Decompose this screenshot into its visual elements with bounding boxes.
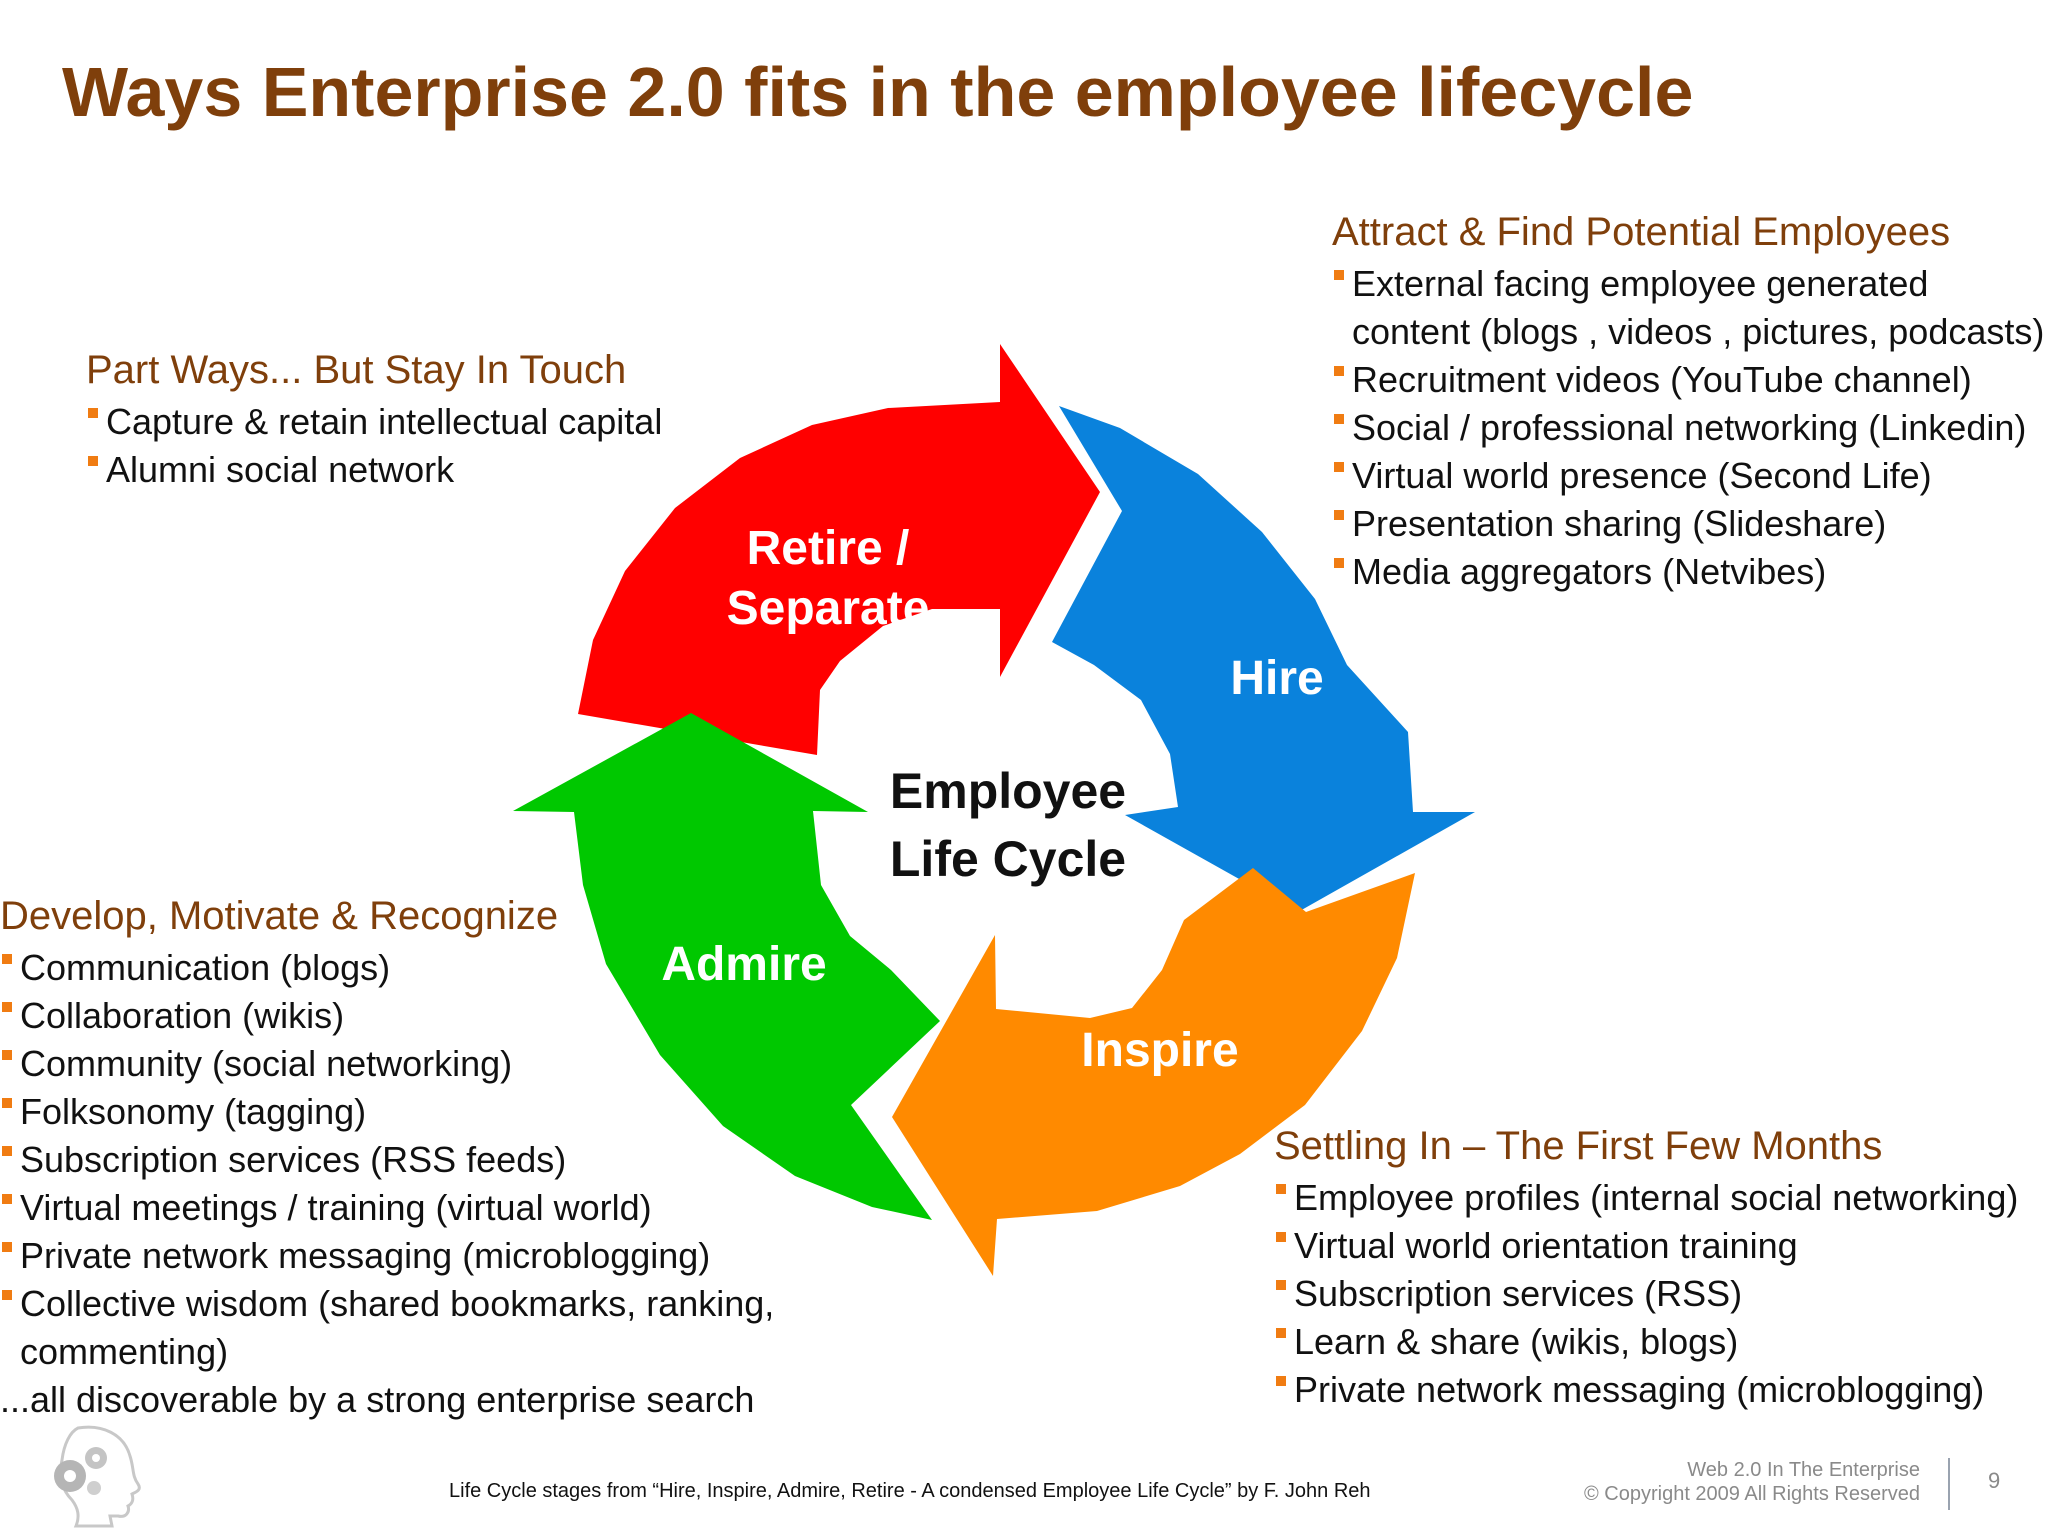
bullet-icon: [1334, 462, 1344, 472]
bullet-icon: [1276, 1376, 1286, 1386]
bullet-icon: [2, 1242, 12, 1252]
list-item: Collaboration (wikis): [0, 992, 774, 1040]
partways-heading: Part Ways... But Stay In Touch: [86, 348, 627, 392]
page-number: 9: [1988, 1468, 2001, 1493]
list-item: Community (social networking): [0, 1040, 774, 1088]
bullet-icon: [88, 456, 98, 466]
bullet-icon: [1334, 558, 1344, 568]
bullet-icon: [2, 1194, 12, 1204]
bullet-icon: [1276, 1184, 1286, 1194]
list-item: Private network messaging (microblogging…: [0, 1232, 774, 1280]
list-item: Social / professional networking (Linked…: [1332, 404, 2044, 452]
admire-arrow: [513, 713, 940, 1220]
list-item-continuation: commenting): [20, 1331, 229, 1372]
bullet-icon: [1276, 1328, 1286, 1338]
bullet-icon: [2, 1146, 12, 1156]
bullet-icon: [1276, 1280, 1286, 1290]
bullet-icon: [88, 408, 98, 418]
bullet-icon: [1334, 366, 1344, 376]
develop-section: Develop, Motivate & Recognize Communicat…: [0, 892, 774, 1424]
list-item: Media aggregators (Netvibes): [1332, 548, 2044, 596]
list-item: Alumni social network: [86, 446, 662, 494]
list-item: Private network messaging (microblogging…: [1274, 1366, 2018, 1414]
attract-section: Attract & Find Potential Employees Exter…: [1332, 208, 2044, 596]
admire-label: Admire: [661, 938, 826, 991]
list-item: Virtual world orientation training: [1274, 1222, 2018, 1270]
bullet-icon: [1334, 510, 1344, 520]
bullet-icon: [2, 954, 12, 964]
inspire-arrow: [892, 868, 1415, 1276]
list-item: Communication (blogs): [0, 944, 774, 992]
retire-label-line1: Retire /: [747, 522, 910, 575]
list-item: Subscription services (RSS): [1274, 1270, 2018, 1318]
retire-label-line2: Separate: [727, 582, 930, 635]
bullet-icon: [2, 1002, 12, 1012]
list-item-continuation: content (blogs , videos , pictures, podc…: [1352, 311, 2045, 352]
hire-label: Hire: [1230, 652, 1323, 705]
hire-arrow: [1052, 406, 1475, 912]
center-label-line2: Life Cycle: [890, 831, 1126, 887]
bullet-icon: [1334, 270, 1344, 280]
list-item: Recruitment videos (YouTube channel): [1332, 356, 2044, 404]
center-label-line1: Employee: [890, 763, 1126, 819]
bullet-icon: [2, 1098, 12, 1108]
develop-heading: Develop, Motivate & Recognize: [0, 894, 559, 938]
partways-list: Capture & retain intellectual capital Al…: [86, 398, 662, 494]
list-item: Virtual world presence (Second Life): [1332, 452, 2044, 500]
bullet-icon: [1276, 1232, 1286, 1242]
list-item: Learn & share (wikis, blogs): [1274, 1318, 2018, 1366]
settling-section: Settling In – The First Few Months Emplo…: [1274, 1122, 2018, 1414]
list-item: Collective wisdom (shared bookmarks, ran…: [0, 1280, 774, 1376]
bullet-icon: [2, 1050, 12, 1060]
bullet-icon: [2, 1290, 12, 1300]
list-item: Capture & retain intellectual capital: [86, 398, 662, 446]
enterprise-search-note: ...all discoverable by a strong enterpri…: [0, 1379, 755, 1420]
list-item: Virtual meetings / training (virtual wor…: [0, 1184, 774, 1232]
slide-title: Ways Enterprise 2.0 fits in the employee…: [62, 53, 1694, 131]
list-item: Folksonomy (tagging): [0, 1088, 774, 1136]
list-item: Subscription services (RSS feeds): [0, 1136, 774, 1184]
inspire-label: Inspire: [1081, 1024, 1238, 1077]
retire-arrow: [578, 344, 1100, 755]
footer-credit: Life Cycle stages from “Hire, Inspire, A…: [449, 1480, 1371, 1502]
footer-brand-title: Web 2.0 In The Enterprise: [1687, 1459, 1920, 1481]
footer-divider: [1948, 1458, 1950, 1510]
develop-list: Communication (blogs) Collaboration (wik…: [0, 944, 774, 1376]
attract-heading: Attract & Find Potential Employees: [1332, 210, 1951, 254]
partways-section: Part Ways... But Stay In Touch Capture &…: [86, 346, 662, 494]
footer-brand: Web 2.0 In The Enterprise © Copyright 20…: [1584, 1458, 1920, 1506]
bullet-icon: [1334, 414, 1344, 424]
settling-list: Employee profiles (internal social netwo…: [1274, 1174, 2018, 1414]
list-item: Presentation sharing (Slideshare): [1332, 500, 2044, 548]
footer-copyright: © Copyright 2009 All Rights Reserved: [1583, 1483, 1920, 1505]
head-gears-logo-icon: [54, 1425, 141, 1528]
list-item: Employee profiles (internal social netwo…: [1274, 1174, 2018, 1222]
settling-heading: Settling In – The First Few Months: [1274, 1124, 1883, 1168]
